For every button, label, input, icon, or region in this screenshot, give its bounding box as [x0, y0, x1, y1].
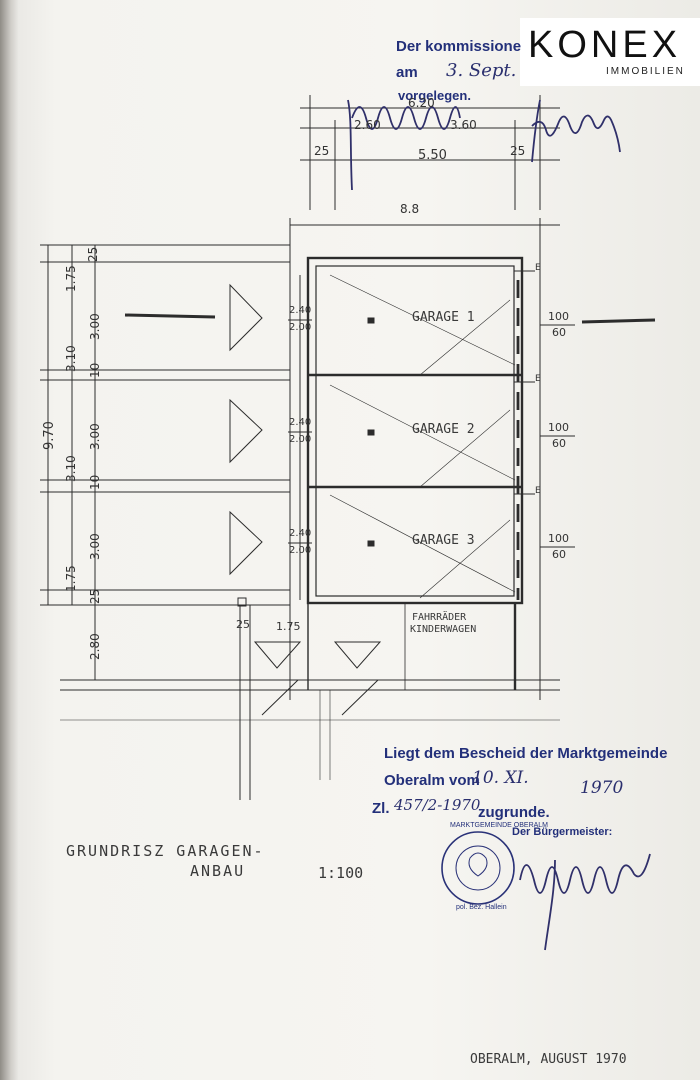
dim-top-25-right: 25 — [510, 144, 526, 158]
dim-left-310-b: 3.10 — [64, 455, 78, 482]
marker-e-3: E — [535, 486, 541, 496]
window1-top: 100 — [548, 310, 569, 323]
window2-top: 100 — [548, 421, 569, 434]
top-stamp-line1: Der kommissione — [396, 38, 522, 55]
marker-e-1: E — [535, 263, 541, 273]
door3-bottom: 2.00 — [289, 545, 312, 556]
binding-edge — [0, 0, 18, 1080]
garage-3-label: GARAGE 3 — [412, 533, 475, 548]
window3-bottom: 60 — [552, 548, 566, 561]
door1-top: 2.40 — [289, 305, 312, 316]
bescheid-year: 1970 — [580, 778, 624, 798]
door1-bottom: 2.00 — [289, 322, 312, 333]
title-line2: ANBAU — [190, 862, 246, 880]
window3-top: 100 — [548, 532, 569, 545]
top-stamp-date: 3. Sept. — [446, 60, 517, 81]
dim-left-175-top: 1.75 — [64, 265, 78, 292]
seal-subtext: pol. Bez. Hallein — [456, 904, 507, 911]
dim-left-25-bottom: 25 — [88, 588, 102, 604]
garage-1-label: GARAGE 1 — [412, 310, 475, 325]
door2-top: 2.40 — [289, 417, 312, 428]
dim-top-550: 5.50 — [418, 148, 447, 163]
window1-bottom: 60 — [552, 326, 566, 339]
dim-top-25-left: 25 — [314, 144, 330, 158]
logo-subtext: IMMOBILIEN — [606, 66, 685, 77]
door2-bottom: 2.00 — [289, 434, 312, 445]
dim-top-260: 2.60 — [354, 118, 381, 132]
top-stamp-am: am — [396, 64, 418, 81]
bescheid-zl: Zl. — [372, 800, 390, 817]
dim-left-total: 9.70 — [42, 421, 57, 450]
bescheid-line2-prefix: Oberalm vom — [384, 772, 480, 789]
top-stamp-line3: vorgelegen. — [398, 88, 471, 103]
dim-top-width: 8.8 — [400, 202, 420, 216]
footer-note: OBERALM, AUGUST 1970 — [470, 1052, 627, 1067]
dim-left-280: 2.80 — [88, 633, 102, 660]
konex-logo: KONEX IMMOBILIEN — [520, 18, 700, 86]
paper-sheet — [14, 0, 700, 1080]
bescheid-line1: Liegt dem Bescheid der Marktgemeinde — [384, 745, 668, 762]
seal-text: MARKTGEMEINDE OBERALM — [450, 822, 549, 829]
dim-bottom-25: 25 — [236, 618, 250, 631]
logo-text: KONEX — [528, 24, 682, 66]
bescheid-zugrunde: zugrunde. — [478, 804, 550, 821]
bescheid-buergermeister: Der Bürgermeister: — [512, 826, 613, 838]
signature-strokes — [347, 99, 651, 951]
marker-e-2: E — [535, 374, 541, 384]
dim-left-175-bottom: 1.75 — [64, 565, 78, 592]
dim-top-360: 3.60 — [450, 118, 477, 132]
bescheid-number: 457/2-1970 — [394, 796, 481, 814]
title-line1: GRUNDRISZ GARAGEN- — [66, 842, 265, 860]
bescheid-date: 10. XI. — [472, 768, 529, 788]
annex-label-line1: FAHRRÄDER — [412, 612, 467, 623]
dim-left-300-c: 3.00 — [88, 533, 102, 560]
dim-left-300-a: 3.00 — [88, 313, 102, 340]
window2-bottom: 60 — [552, 437, 566, 450]
dim-top-620: 6.20 — [408, 96, 435, 110]
dim-left-25-top: 25 — [86, 246, 100, 262]
title-scale: 1:100 — [318, 864, 364, 882]
dim-bottom-175: 1.75 — [276, 620, 301, 633]
municipal-seal — [441, 831, 515, 905]
dim-left-310-a: 3.10 — [64, 345, 78, 372]
garage-2-label: GARAGE 2 — [412, 422, 475, 437]
dim-left-10-a: 10 — [88, 362, 102, 378]
dim-left-300-b: 3.00 — [88, 423, 102, 450]
annex-label-line2: KINDERWAGEN — [410, 624, 477, 635]
door3-top: 2.40 — [289, 528, 312, 539]
dim-left-10-b: 10 — [88, 474, 102, 490]
